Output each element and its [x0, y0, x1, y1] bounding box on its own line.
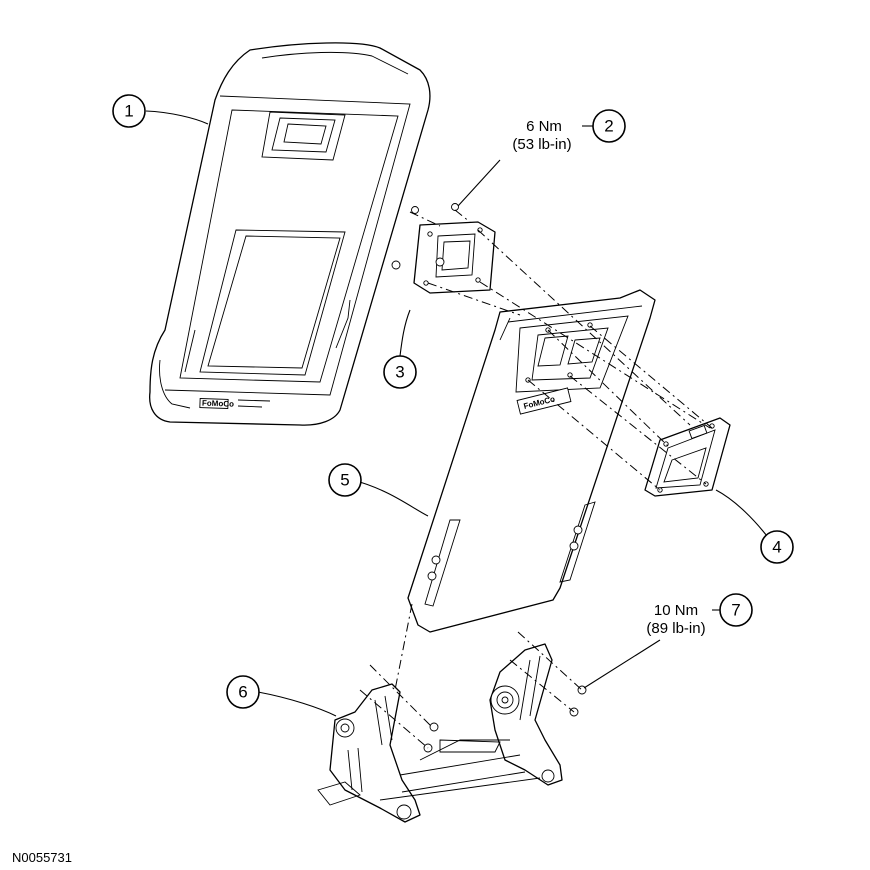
part-5-frame-panel: FoMoCo [407, 289, 656, 633]
torque-spec-2: 6 Nm (53 lb-in) [512, 118, 571, 153]
callout-5: 5 [328, 463, 362, 497]
logo-text-part1: FoMoCo [202, 399, 234, 409]
torque-2-nm: 6 Nm [526, 118, 562, 135]
part-1-seatback-panel: FoMoCo [149, 42, 431, 426]
callout-7-label: 7 [731, 601, 740, 620]
callout-2-label: 2 [604, 117, 613, 136]
callout-leaders [145, 110, 771, 717]
callout-3-label: 3 [395, 363, 404, 382]
part-6-hinge-base [317, 643, 587, 823]
part-4-rear-plate [644, 417, 731, 497]
part-3-bracket-plate [391, 203, 496, 294]
callout-5-label: 5 [340, 471, 349, 490]
callout-4: 4 [760, 530, 794, 564]
figure-id: N0055731 [12, 850, 72, 865]
callout-6: 6 [226, 675, 260, 709]
callout-1-label: 1 [124, 102, 133, 121]
callout-3: 3 [383, 355, 417, 389]
alignment-lines [359, 209, 713, 749]
torque-2-lbin: (53 lb-in) [512, 136, 571, 153]
callout-2: 2 [592, 109, 626, 143]
callout-6-label: 6 [238, 683, 247, 702]
torque-7-nm: 10 Nm [654, 602, 698, 619]
callout-7: 7 [719, 593, 753, 627]
torque-spec-7: 10 Nm (89 lb-in) [646, 602, 705, 637]
callout-1: 1 [112, 94, 146, 128]
torque-7-lbin: (89 lb-in) [646, 620, 705, 637]
callout-4-label: 4 [772, 538, 781, 557]
